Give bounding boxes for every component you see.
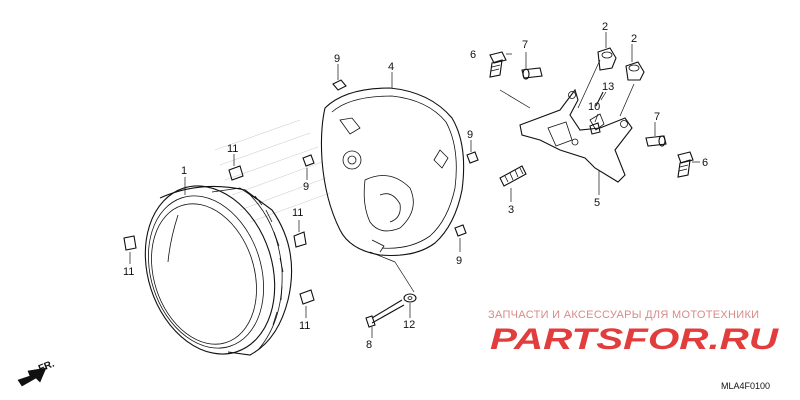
pin-small[interactable] bbox=[595, 91, 604, 107]
washer[interactable] bbox=[403, 293, 417, 303]
watermark: ЗАПЧАСТИ И АКСЕССУАРЫ ДЛЯ МОТОТЕХНИКИ PA… bbox=[488, 309, 780, 356]
callout-6a: 6 bbox=[470, 49, 476, 61]
case-spring[interactable] bbox=[499, 165, 527, 187]
collar-bolt-right[interactable] bbox=[645, 135, 667, 147]
headlight-stay[interactable] bbox=[519, 88, 633, 183]
callout-11d: 11 bbox=[299, 320, 310, 332]
callout-labels: 1 2 2 3 4 5 6 6 7 7 8 9 9 9 9 10 11 11 1… bbox=[123, 21, 708, 351]
callout-10: 10 bbox=[588, 101, 600, 113]
mounting-bolt-long[interactable] bbox=[365, 299, 405, 328]
callout-9c: 9 bbox=[467, 129, 473, 141]
clip-11c[interactable] bbox=[123, 235, 137, 251]
callout-11c: 11 bbox=[123, 266, 134, 278]
callout-2a: 2 bbox=[602, 21, 608, 33]
front-arrow-icon bbox=[17, 367, 47, 387]
background-hatch-watermark bbox=[214, 119, 331, 223]
callout-13: 13 bbox=[602, 81, 614, 93]
bolt-right[interactable] bbox=[677, 151, 694, 178]
callout-9a: 9 bbox=[334, 53, 340, 65]
callout-12: 12 bbox=[403, 319, 415, 331]
callout-11a: 11 bbox=[227, 143, 238, 155]
nut-9c[interactable] bbox=[466, 151, 479, 164]
callout-3: 3 bbox=[508, 204, 514, 216]
grommet-left[interactable] bbox=[597, 47, 617, 71]
watermark-brand: PARTSFOR.RU bbox=[490, 323, 780, 356]
headlight-unit[interactable] bbox=[124, 169, 295, 371]
collar-bolt-top[interactable] bbox=[521, 67, 543, 80]
callout-9d: 9 bbox=[456, 255, 462, 267]
clip-11a[interactable] bbox=[228, 165, 244, 181]
watermark-caption: ЗАПЧАСТИ И АКСЕССУАРЫ ДЛЯ МОТОТЕХНИКИ bbox=[488, 309, 759, 321]
callout-7a: 7 bbox=[522, 39, 528, 51]
nut-9d[interactable] bbox=[454, 224, 467, 237]
front-direction-indicator: FR. bbox=[17, 358, 56, 387]
callout-4: 4 bbox=[388, 61, 394, 73]
callout-1: 1 bbox=[181, 165, 187, 177]
leader-lines bbox=[129, 32, 700, 338]
callout-11b: 11 bbox=[292, 207, 303, 219]
callout-9b: 9 bbox=[303, 181, 309, 193]
collar-small[interactable] bbox=[589, 122, 601, 135]
bolt-left-top[interactable] bbox=[489, 51, 507, 78]
callout-8: 8 bbox=[366, 339, 372, 351]
headlight-case[interactable] bbox=[320, 87, 465, 257]
front-label: FR. bbox=[37, 358, 56, 374]
clip-11b[interactable] bbox=[293, 231, 307, 248]
nut-9a[interactable] bbox=[332, 79, 347, 91]
diagram-code: MLA4F0100 bbox=[721, 381, 770, 391]
grommet-right[interactable] bbox=[625, 61, 645, 81]
nut-9b[interactable] bbox=[302, 154, 315, 167]
callout-5: 5 bbox=[594, 197, 600, 209]
callout-2b: 2 bbox=[631, 33, 637, 45]
clip-11d[interactable] bbox=[299, 289, 315, 305]
callout-6b: 6 bbox=[702, 157, 708, 169]
callout-7b: 7 bbox=[654, 111, 660, 123]
